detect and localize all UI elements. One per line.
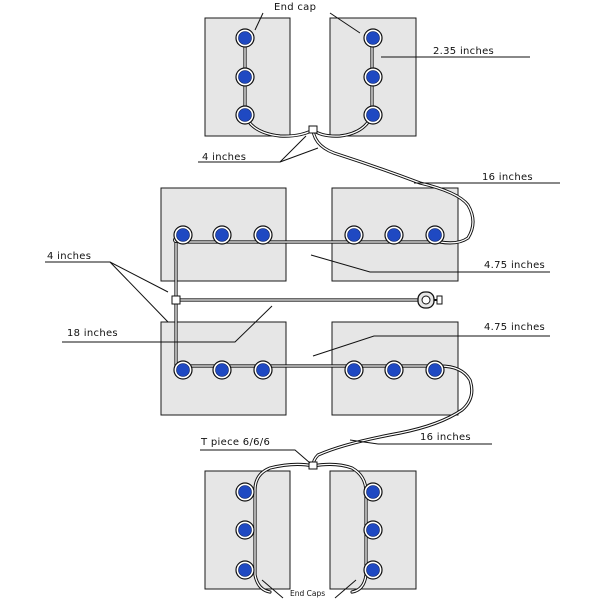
led-icon [235, 67, 255, 87]
label-2-35-inches: 2.35 inches [433, 46, 494, 57]
led-icon [344, 225, 364, 245]
led-icon [363, 67, 383, 87]
led-icon [384, 360, 404, 380]
led-icon [173, 360, 193, 380]
led-icon [235, 28, 255, 48]
led-icon [235, 520, 255, 540]
label-4-inches-mid: 4 inches [47, 251, 91, 262]
label-18-inches: 18 inches [67, 328, 118, 339]
t-piece-top [308, 125, 318, 134]
label-16-inches-bottom: 16 inches [420, 432, 471, 443]
led-icon [253, 360, 273, 380]
label-16-inches-top: 16 inches [482, 172, 533, 183]
t-piece-bottom [308, 461, 318, 470]
label-t-piece: T piece 6/6/6 [200, 437, 270, 448]
led-icon [235, 560, 255, 580]
led-icon [425, 225, 445, 245]
trunk-junction-top [171, 295, 181, 305]
labels: End cap 2.35 inches 4 inches 16 inches 4… [47, 2, 545, 598]
label-end-cap-top: End cap [274, 2, 316, 13]
panels [160, 17, 459, 590]
led-icon [363, 560, 383, 580]
led-icon [235, 482, 255, 502]
led-icon [363, 520, 383, 540]
led-icon [363, 482, 383, 502]
led-icon [212, 360, 232, 380]
led-icon [363, 28, 383, 48]
led-icon [173, 225, 193, 245]
led-icon [212, 225, 232, 245]
label-4-75-inches-b: 4.75 inches [484, 322, 545, 333]
led-icon [384, 225, 404, 245]
led-icon [344, 360, 364, 380]
led-icon [235, 105, 255, 125]
leader-lines [45, 12, 560, 599]
label-4-inches-top: 4 inches [202, 152, 246, 163]
led-icon [425, 360, 445, 380]
led-icon [363, 105, 383, 125]
label-end-caps-bottom: End Caps [290, 589, 325, 598]
led-icon [253, 225, 273, 245]
leds [173, 28, 445, 580]
label-4-75-inches-a: 4.75 inches [484, 260, 545, 271]
plug-connector-icon [417, 291, 443, 309]
